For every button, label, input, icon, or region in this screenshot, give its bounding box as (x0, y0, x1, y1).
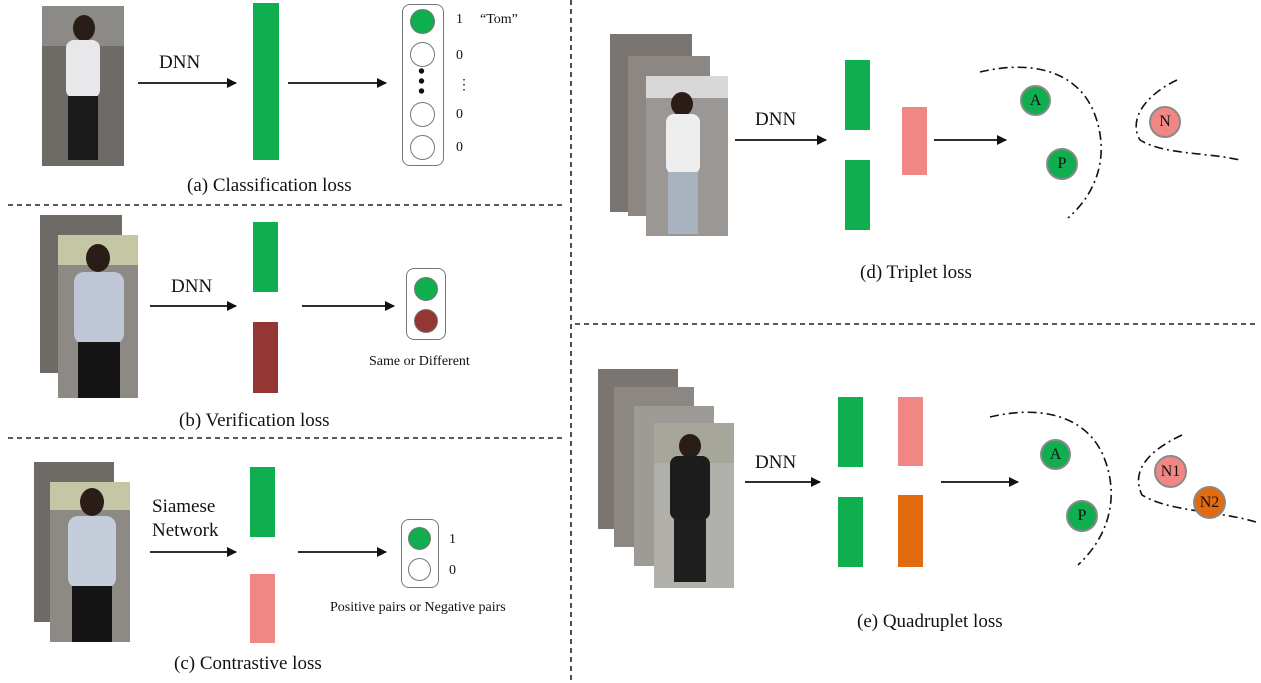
arrow-label-dnn-d: DNN (755, 109, 797, 130)
feature-bar-b-top (253, 222, 278, 292)
person-image-b (40, 215, 138, 398)
boundary-d-negative (1135, 79, 1241, 161)
person-image-d (610, 34, 728, 236)
positive-node-e: P (1066, 500, 1098, 532)
caption-d: (d) Triplet loss (860, 262, 972, 283)
output-value: 1 (456, 12, 463, 27)
output-node-same (414, 277, 438, 301)
arrow-label-network: Network (152, 520, 219, 541)
feature-bar-a (253, 3, 279, 160)
arrow-label-siamese: Siamese (152, 496, 216, 517)
anchor-node-e: A (1040, 439, 1071, 470)
feature-bar-e-top-right (898, 397, 923, 466)
feature-bar-e-bottom-right (898, 495, 923, 567)
anchor-node-d: A (1020, 85, 1051, 116)
person-image-e (598, 369, 734, 588)
result-label-c: Positive pairs or Negative pairs (330, 600, 506, 615)
arrow-label-dnn-b: DNN (171, 276, 213, 297)
output-value: 0 (456, 140, 463, 155)
feature-bar-e-top-left (838, 397, 863, 467)
result-label-b: Same or Different (369, 354, 470, 369)
boundary-d-positive (979, 66, 1102, 219)
output-node-negative (408, 558, 431, 581)
output-value: 0 (456, 48, 463, 63)
feature-bar-b-bottom (253, 322, 278, 393)
output-node-active (410, 9, 435, 34)
feature-bar-c-top (250, 467, 275, 537)
caption-e: (e) Quadruplet loss (857, 611, 1003, 632)
boundary-e-positive (989, 411, 1112, 566)
arrow-label-dnn-a: DNN (159, 52, 201, 73)
output-value: ⋮ (457, 78, 471, 93)
person-image-c (34, 462, 130, 642)
output-node (410, 42, 435, 67)
negative2-node-e: N2 (1193, 486, 1226, 519)
output-value: 0 (449, 563, 456, 578)
caption-c: (c) Contrastive loss (174, 653, 322, 674)
output-node (410, 102, 435, 127)
negative1-node-e: N1 (1154, 455, 1187, 488)
output-value: 1 (449, 532, 456, 547)
arrow-label-dnn-e: DNN (755, 452, 797, 473)
vertical-ellipsis-icon: ••• (418, 61, 426, 103)
feature-bar-d-negative (902, 107, 927, 175)
feature-bar-d-top (845, 60, 870, 130)
positive-node-d: P (1046, 148, 1078, 180)
feature-bar-d-bottom (845, 160, 870, 230)
feature-bar-e-bottom-left (838, 497, 863, 567)
negative-node-d: N (1149, 106, 1181, 138)
output-value: 0 (456, 107, 463, 122)
feature-bar-c-bottom (250, 574, 275, 643)
class-name-label: “Tom” (480, 12, 518, 27)
boundary-e-negative (1137, 434, 1257, 523)
output-node (410, 135, 435, 160)
caption-a: (a) Classification loss (187, 175, 352, 196)
person-image-a (42, 6, 124, 166)
output-node-positive (408, 527, 431, 550)
output-node-different (414, 309, 438, 333)
caption-b: (b) Verification loss (179, 410, 330, 431)
